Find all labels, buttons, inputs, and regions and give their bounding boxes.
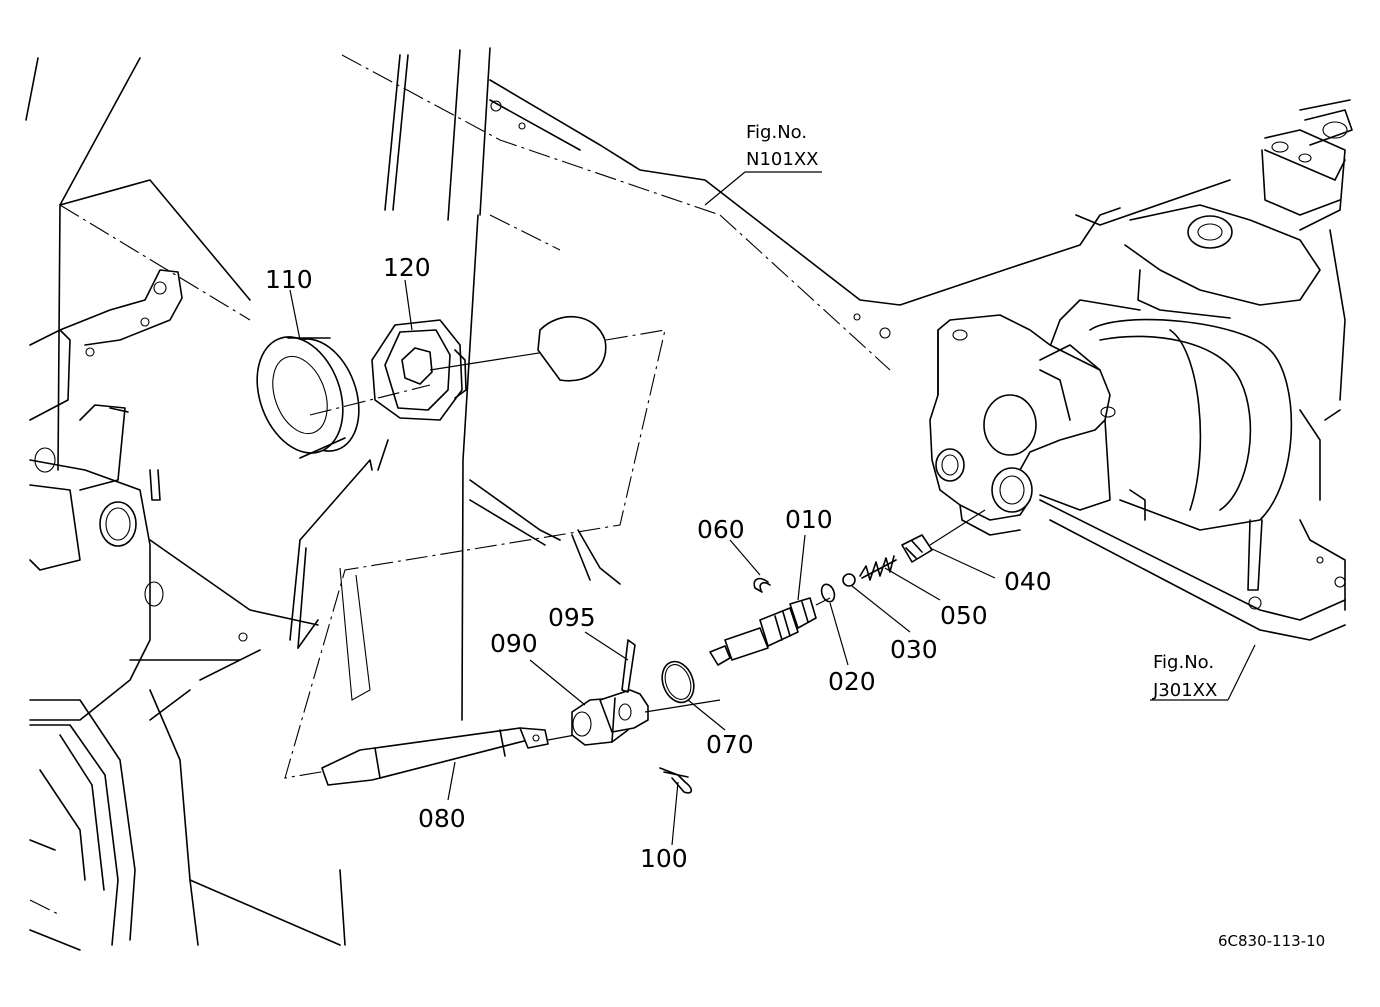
drawing-code: 6C830-113-10: [1218, 932, 1325, 950]
part-label-050[interactable]: 050: [940, 601, 988, 630]
part-020-o-ring: [820, 583, 836, 603]
part-label-110[interactable]: 110: [265, 265, 313, 294]
leader-lines: [289, 171, 1256, 846]
fig-ref-j301-code: J301XX: [1152, 680, 1217, 701]
part-label-020[interactable]: 020: [828, 667, 876, 696]
part-070-snap-ring: [661, 660, 695, 704]
part-label-100[interactable]: 100: [640, 844, 688, 873]
part-110-seal: [256, 336, 360, 459]
part-050-spring: [859, 555, 897, 581]
part-label-040[interactable]: 040: [1004, 567, 1052, 596]
part-labels: 110 120 010 060 095 090 040 050 030 020 …: [265, 253, 1052, 873]
part-label-090[interactable]: 090: [490, 629, 538, 658]
right-housing-outline: [341, 54, 1353, 641]
part-080-shaft: [321, 727, 549, 786]
part-label-010[interactable]: 010: [785, 505, 833, 534]
part-030-ball: [842, 573, 856, 587]
part-label-080[interactable]: 080: [418, 804, 466, 833]
left-frame-outline: [25, 47, 621, 721]
part-100-clip: [659, 767, 693, 794]
part-label-120[interactable]: 120: [383, 253, 431, 282]
part-label-095[interactable]: 095: [548, 603, 596, 632]
fig-ref-n101-code: N101XX: [746, 149, 818, 170]
part-120-bushing: [371, 319, 467, 421]
fig-ref-n101[interactable]: Fig.No. N101XX: [746, 122, 818, 170]
left-pedal-assembly: [29, 269, 346, 951]
valve-housing: [929, 314, 1116, 536]
part-060-c-clip: [753, 577, 771, 593]
part-090-joint: [571, 689, 649, 746]
fig-ref-j301-title: Fig.No.: [1153, 652, 1214, 673]
fig-ref-n101-title: Fig.No.: [746, 122, 807, 143]
fig-ref-j301[interactable]: Fig.No. J301XX: [1152, 652, 1217, 701]
part-label-030[interactable]: 030: [890, 635, 938, 664]
part-095-pin: [621, 639, 636, 693]
part-label-070[interactable]: 070: [706, 730, 754, 759]
part-label-060[interactable]: 060: [697, 515, 745, 544]
part-040-plug: [901, 534, 933, 563]
part-010-spool: [709, 597, 817, 666]
cover-plate: [537, 316, 607, 382]
